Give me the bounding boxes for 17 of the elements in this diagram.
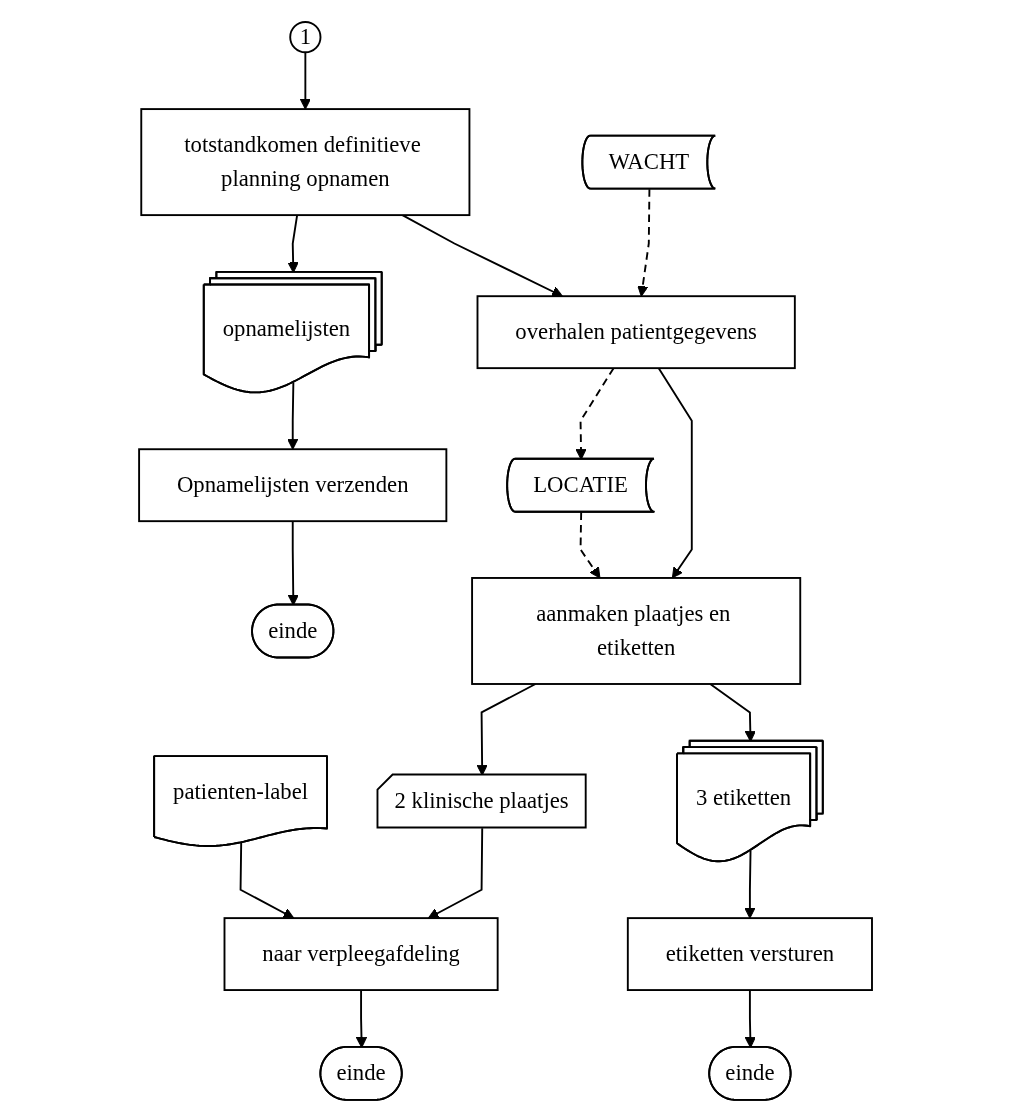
arrow — [744, 849, 756, 919]
node-box: aanmaken plaatjes en etiketten — [471, 576, 802, 685]
node-circle: 1 — [289, 20, 322, 53]
node-box: Opnamelijsten verzenden — [138, 447, 448, 522]
node-box: etiketten versturen — [627, 916, 874, 991]
node-box: totstandkomen definitieve planning opnamen — [140, 107, 471, 216]
arrow — [401, 213, 564, 297]
arrow — [745, 988, 757, 1048]
arrow — [658, 366, 694, 578]
arrow — [240, 841, 295, 919]
arrow — [287, 381, 299, 450]
arrow — [477, 682, 537, 776]
arrow — [428, 826, 484, 919]
arrow — [300, 50, 312, 110]
node-box: naar verpleegafdeling — [224, 916, 500, 991]
arrow — [356, 988, 368, 1048]
node-box: overhalen patientgegevens — [477, 294, 797, 369]
